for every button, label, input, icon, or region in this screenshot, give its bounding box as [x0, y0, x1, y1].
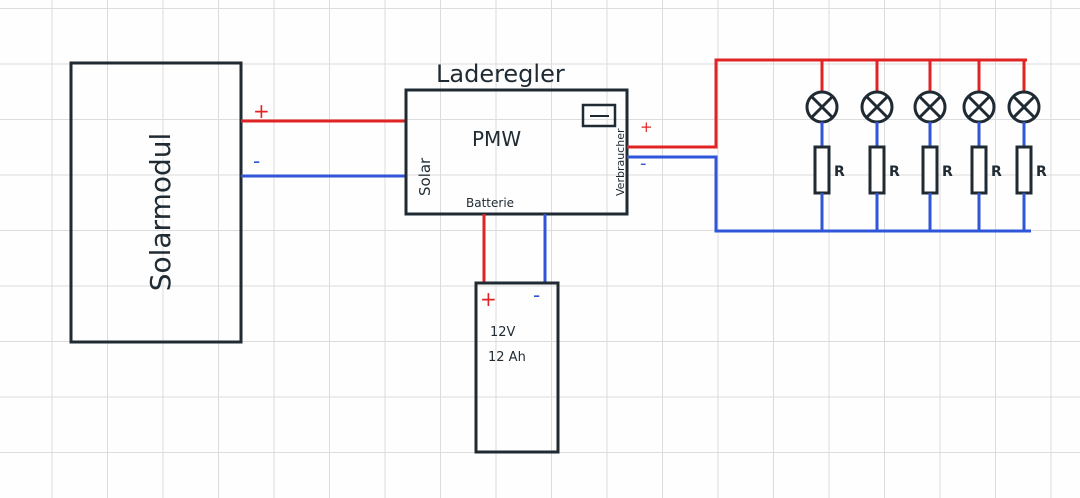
load-branch: R	[1007, 60, 1047, 231]
resistor-icon	[868, 145, 886, 195]
load-branch: R	[913, 60, 953, 231]
lamp-x-icon	[805, 90, 839, 124]
load-branch: R	[805, 60, 845, 231]
solar-module-label: Solarmodul	[144, 133, 177, 292]
battery-plus-sign: +	[480, 287, 497, 311]
port-solar-label: Solar	[416, 157, 434, 196]
port-load-label: Verbraucher	[614, 128, 627, 196]
resistor-icon	[813, 145, 831, 195]
battery-voltage: 12V	[490, 325, 516, 340]
lamp-x-icon	[962, 90, 996, 124]
battery-capacity: 12 Ah	[488, 350, 526, 365]
lamp-cross-line	[967, 95, 991, 119]
lamp-x-icon	[913, 90, 947, 124]
load-branch: R	[962, 60, 1002, 231]
battery-box	[474, 281, 560, 454]
battery-minus-sign: -	[533, 283, 540, 307]
resistor-icon	[1015, 145, 1033, 195]
load-minus-sign: -	[640, 153, 647, 174]
solar-plus-sign: +	[253, 99, 270, 123]
resistor-label: R	[991, 164, 1002, 180]
solar-minus-sign: -	[253, 149, 260, 173]
load-negative-wire	[627, 155, 1031, 233]
lamp-cross-line	[918, 95, 942, 119]
display-icon	[581, 103, 617, 128]
resistor-icon	[970, 145, 988, 195]
resistor-label: R	[1036, 164, 1047, 180]
solar-module-box	[69, 61, 243, 344]
load-plus-sign: +	[640, 118, 653, 136]
charge-controller-title: Laderegler	[436, 60, 565, 88]
load-positive-wire	[627, 58, 1027, 149]
lamp-cross-line	[1012, 95, 1036, 119]
resistor-icon	[921, 145, 939, 195]
charge-controller-box	[404, 88, 629, 216]
port-battery-label: Batterie	[466, 196, 514, 210]
resistor-label: R	[834, 164, 845, 180]
charge-controller-type: PMW	[472, 127, 521, 151]
lamp-x-icon	[1007, 90, 1041, 124]
lamp-x-icon	[860, 90, 894, 124]
lamp-cross-line	[810, 95, 834, 119]
load-branch: R	[860, 60, 900, 231]
resistor-label: R	[942, 164, 953, 180]
lamp-cross-line	[865, 95, 889, 119]
resistor-label: R	[889, 164, 900, 180]
